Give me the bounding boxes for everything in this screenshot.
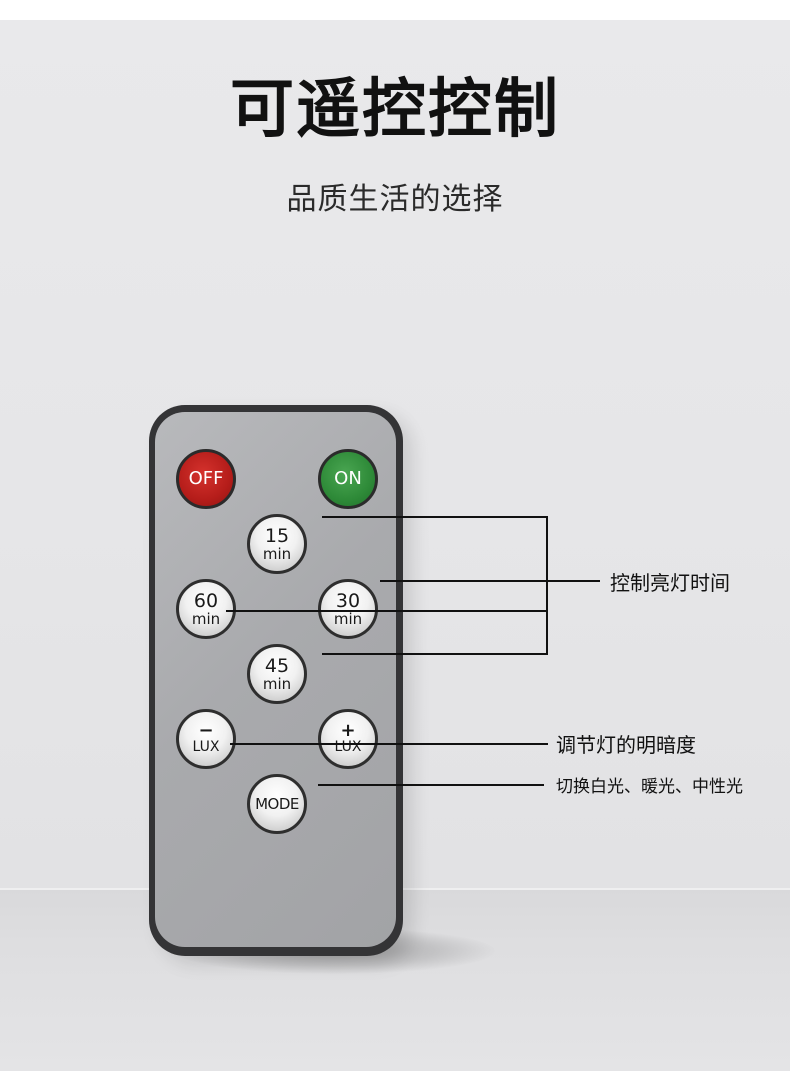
page-subtitle: 品质生活的选择 [286, 182, 504, 217]
timer-60-unit: min [191, 609, 221, 628]
brightness-annotation: 调节灯的明暗度 [556, 733, 696, 757]
off-label: OFF [188, 468, 224, 489]
timer-30-unit: min [333, 609, 363, 628]
timer-callout-line-45 [322, 653, 548, 655]
lux-minus-label: LUX [192, 739, 220, 755]
timer-15-value: 15 [264, 524, 290, 547]
minus-icon: − [198, 720, 214, 741]
timer-60-value: 60 [193, 589, 219, 612]
timer-callout-line-15 [322, 516, 548, 518]
mode-callout-line [318, 784, 544, 786]
timer-30-value: 30 [335, 589, 361, 612]
timer-callout-line-60 [226, 610, 548, 612]
timer-60-button[interactable]: 60 min [176, 579, 236, 639]
timer-15-button[interactable]: 15 min [247, 514, 307, 574]
top-band [0, 0, 790, 20]
brightness-callout-line [230, 743, 548, 745]
timer-annotation: 控制亮灯时间 [610, 571, 730, 595]
mode-button[interactable]: MODE [247, 774, 307, 834]
mode-label: MODE [255, 794, 299, 813]
mode-annotation: 切换白光、暖光、中性光 [556, 777, 743, 797]
timer-45-value: 45 [264, 654, 290, 677]
lux-minus-button[interactable]: − LUX [176, 709, 236, 769]
off-button[interactable]: OFF [176, 449, 236, 509]
timer-45-button[interactable]: 45 min [247, 644, 307, 704]
timer-15-unit: min [262, 544, 292, 563]
lux-plus-button[interactable]: + LUX [318, 709, 378, 769]
on-button[interactable]: ON [318, 449, 378, 509]
timer-callout-bracket [546, 516, 548, 655]
timer-30-button[interactable]: 30 min [318, 579, 378, 639]
timer-callout-line-main [380, 580, 600, 582]
plus-icon: + [340, 720, 356, 741]
timer-45-unit: min [262, 674, 292, 693]
page-title: 可遥控控制 [230, 73, 560, 147]
on-label: ON [334, 468, 362, 489]
